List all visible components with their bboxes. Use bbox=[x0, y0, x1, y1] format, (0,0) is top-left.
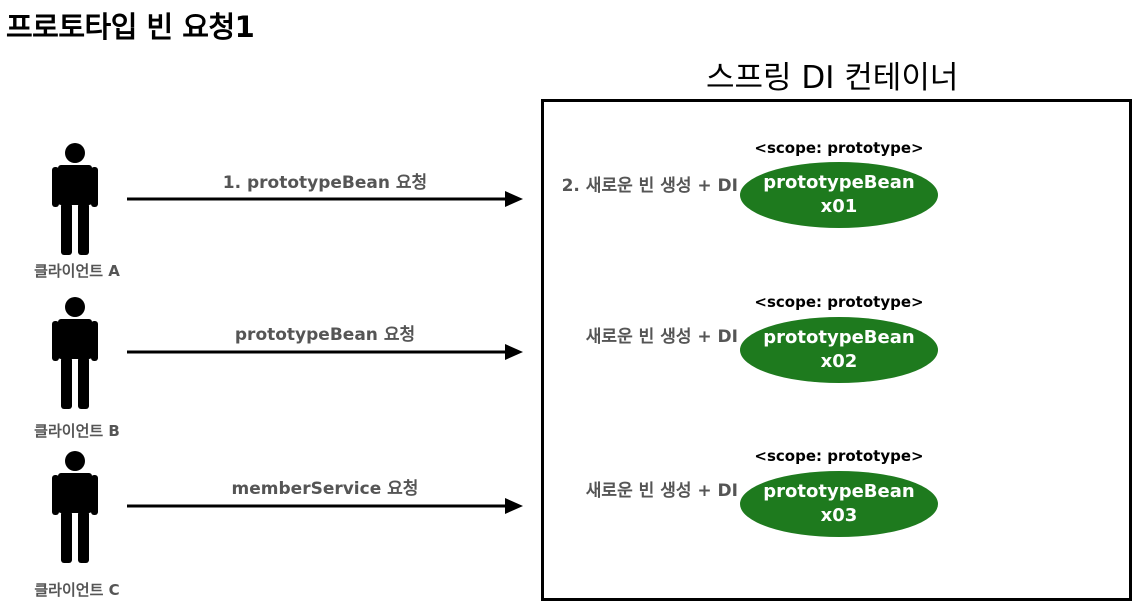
bean-action-label: 새로운 빈 생성 + DI bbox=[585, 481, 738, 501]
request-label-1: 1. prototypeBean 요청 bbox=[222, 173, 428, 193]
client-label: 클라이언트 A bbox=[34, 262, 120, 280]
spring-di-container bbox=[541, 99, 1132, 601]
container-title: 스프링 DI 컨테이너 bbox=[706, 60, 959, 96]
bean-name: prototypeBean bbox=[763, 172, 915, 193]
client-label: 클라이언트 C bbox=[34, 581, 120, 599]
person-icon bbox=[52, 297, 98, 409]
client-c: 클라이언트 C bbox=[22, 451, 122, 611]
bean-id: x03 bbox=[820, 505, 858, 526]
bean-id: x02 bbox=[820, 351, 858, 372]
person-icon bbox=[52, 143, 98, 255]
bean-name: prototypeBean bbox=[763, 481, 915, 502]
request-label-2: prototypeBean 요청 bbox=[234, 325, 416, 345]
scope-label: <scope: prototype> bbox=[754, 139, 924, 157]
client-a: 클라이언트 A bbox=[22, 143, 122, 303]
page-title: 프로토타입 빈 요청1 bbox=[6, 10, 255, 44]
request-arrow-1 bbox=[127, 191, 523, 207]
prototype-bean-x03: prototypeBean x03 bbox=[740, 471, 938, 537]
bean-action-label: 2. 새로운 빈 생성 + DI bbox=[561, 176, 738, 196]
request-arrow-3 bbox=[127, 498, 523, 514]
client-b: 클라이언트 B bbox=[22, 297, 122, 457]
bean-id: x01 bbox=[820, 196, 858, 217]
prototype-bean-x02: prototypeBean x02 bbox=[740, 317, 938, 383]
request-label-3: memberService 요청 bbox=[231, 479, 419, 499]
person-icon bbox=[52, 451, 98, 563]
request-arrow-2 bbox=[127, 344, 523, 360]
client-label: 클라이언트 B bbox=[34, 422, 120, 440]
bean-action-label: 새로운 빈 생성 + DI bbox=[585, 327, 738, 347]
bean-name: prototypeBean bbox=[763, 327, 915, 348]
scope-label: <scope: prototype> bbox=[754, 293, 924, 311]
scope-label: <scope: prototype> bbox=[754, 447, 924, 465]
prototype-bean-x01: prototypeBean x01 bbox=[740, 162, 938, 228]
